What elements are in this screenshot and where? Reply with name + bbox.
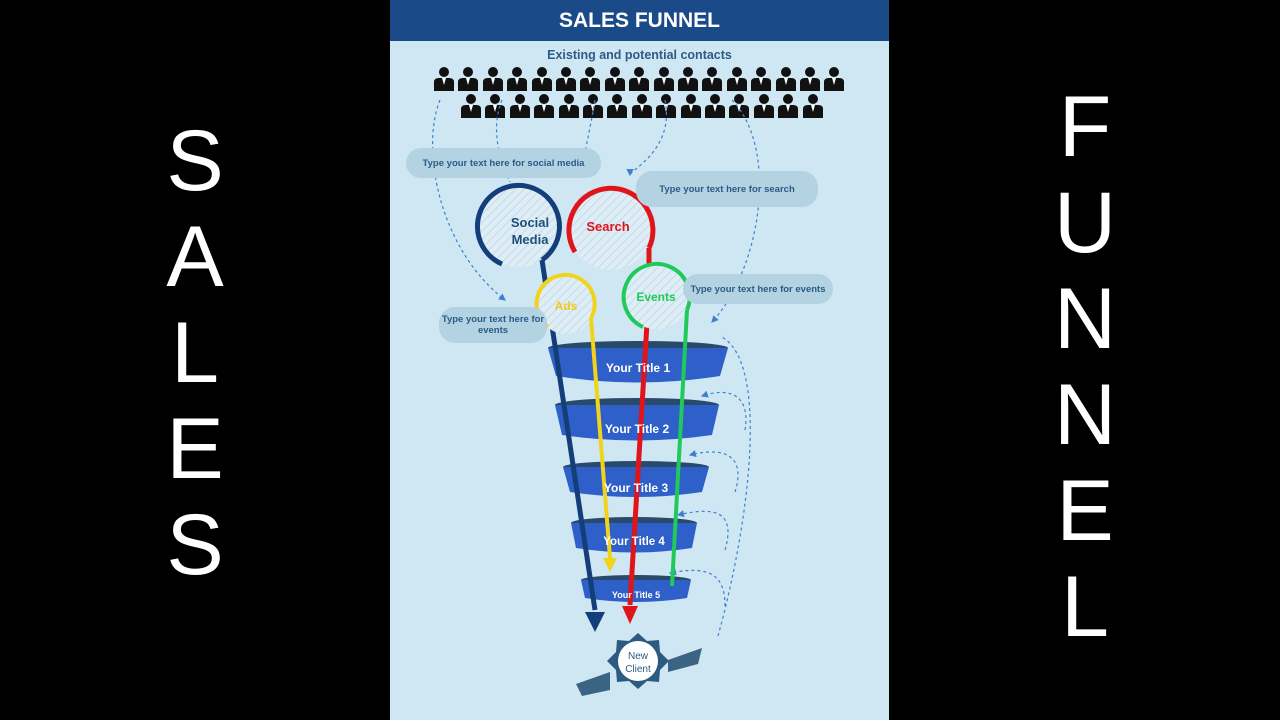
dashed-connector (676, 510, 729, 551)
person-icon (485, 93, 506, 118)
stage-label-5: Your Title 5 (611, 590, 661, 600)
right-letter: U (1053, 175, 1117, 271)
right-letter: N (1053, 271, 1117, 367)
stage-label-2: Your Title 2 (604, 422, 670, 436)
channel-ads (534, 273, 617, 572)
person-icon (580, 66, 601, 91)
person-icon (802, 93, 823, 118)
stage-label-1: Your Title 1 (605, 361, 671, 375)
person-icon (653, 66, 674, 91)
label-ads: Ads (554, 299, 578, 313)
person-icon (824, 66, 845, 91)
funnel-diagram (431, 99, 761, 696)
left-letter: S (166, 113, 224, 209)
person-icon (800, 66, 820, 91)
contacts-people-grid (390, 66, 889, 120)
stage-label-4: Your Title 4 (603, 536, 665, 548)
person-icon (753, 93, 774, 118)
person-icon (583, 93, 603, 118)
person-icon (680, 93, 701, 118)
person-icon (678, 66, 698, 91)
note-social-media: Type your text here for social media (406, 148, 601, 178)
right-letter: F (1058, 79, 1112, 175)
label-social-media: Social Media (510, 215, 550, 247)
left-letter: E (166, 401, 224, 497)
right-letter: E (1056, 463, 1114, 559)
person-icon (631, 93, 652, 118)
person-icon (726, 66, 747, 91)
right-vertical-title: F U N N E L (890, 0, 1280, 720)
person-icon (482, 66, 503, 91)
left-letter: L (171, 305, 219, 401)
person-icon (775, 66, 796, 91)
funnel-band-5 (581, 575, 691, 602)
left-letter: S (166, 497, 224, 593)
person-icon (461, 93, 481, 118)
note-search: Type your text here for search (636, 171, 818, 207)
left-vertical-title: S A L E S (0, 0, 390, 720)
person-icon (729, 93, 750, 118)
dashed-connector (626, 99, 668, 177)
contacts-label: Existing and potential contacts (547, 48, 732, 62)
label-events: Events (636, 290, 676, 304)
person-icon (607, 93, 628, 118)
person-icon (629, 66, 650, 91)
person-icon (556, 66, 576, 91)
person-icon (458, 66, 479, 91)
person-icon (702, 66, 723, 91)
person-icon (534, 93, 555, 118)
dashed-connector (668, 568, 726, 607)
person-icon (604, 66, 625, 91)
slide-title: SALES FUNNEL (558, 9, 720, 32)
person-icon (751, 66, 772, 91)
right-letter: L (1061, 559, 1109, 655)
dashed-connector (495, 99, 511, 183)
person-icon (507, 66, 528, 91)
person-icon (434, 66, 454, 91)
right-letter: N (1053, 367, 1117, 463)
dashed-connector (579, 99, 596, 179)
dashed-connector (717, 335, 751, 637)
dashed-connector (688, 450, 739, 493)
new-client-badge (576, 633, 702, 696)
new-client-label: New Client (625, 651, 651, 675)
person-icon (509, 93, 530, 118)
person-icon (531, 66, 552, 91)
left-letter: A (166, 209, 224, 305)
label-search: Search (586, 219, 630, 234)
person-icon (705, 93, 725, 118)
dashed-connector (700, 390, 747, 431)
person-icon (558, 93, 579, 118)
note-events-left: Type your text here for events (439, 307, 547, 343)
stage-label-3: Your Title 3 (603, 481, 669, 495)
infographic-slide: SALES FUNNEL Existing and potential cont… (390, 0, 889, 720)
slide-header: SALES FUNNEL (390, 0, 889, 41)
person-icon (656, 93, 677, 118)
person-icon (778, 93, 799, 118)
note-events-right: Type your text here for events (683, 274, 833, 304)
